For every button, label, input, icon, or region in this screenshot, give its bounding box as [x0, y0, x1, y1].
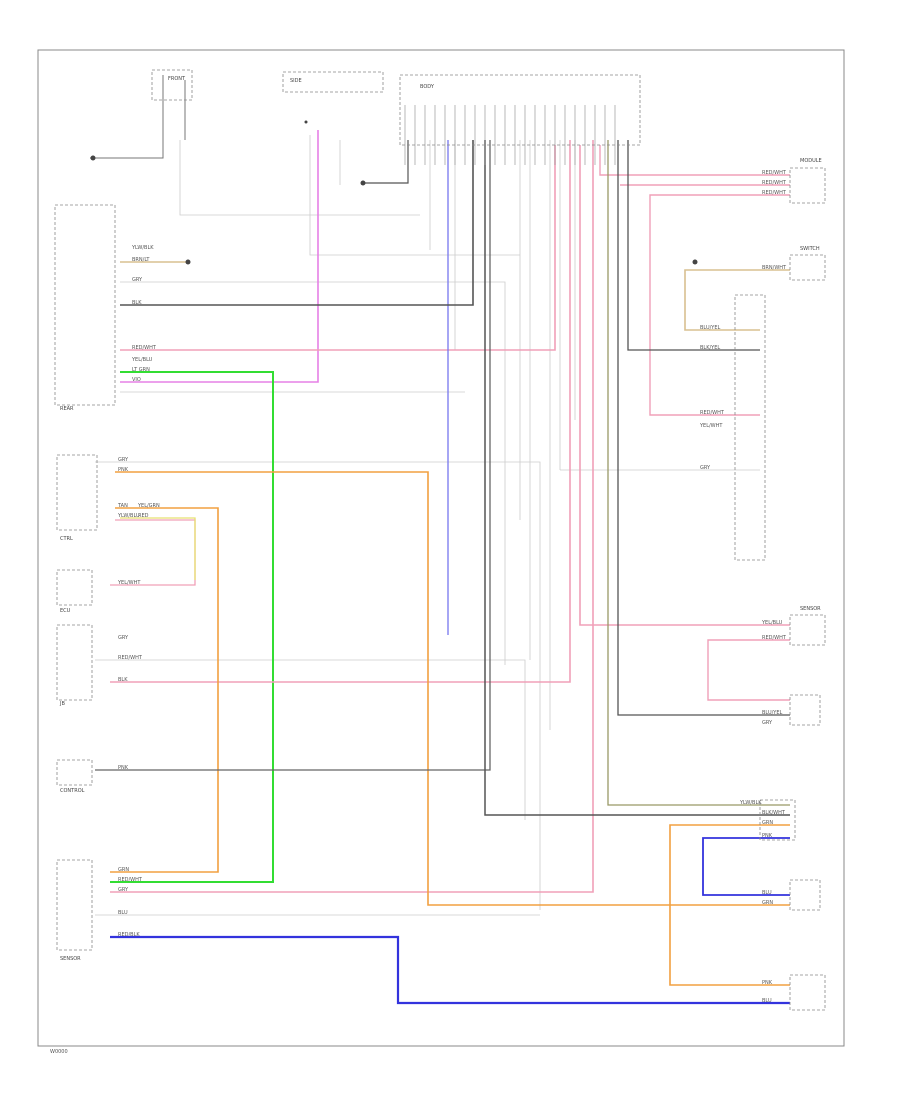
component-label: SENSOR — [800, 606, 821, 612]
wire-label: BLK — [132, 300, 142, 306]
ground-symbols — [90, 120, 698, 265]
footer-code: W0000 — [50, 1049, 68, 1055]
wire-label: RED/BLK — [118, 932, 140, 938]
wire-label: BLU — [762, 890, 772, 896]
component-label: JB — [59, 701, 65, 707]
wire-label: GRY — [118, 457, 129, 463]
wire-label: BLU — [118, 910, 128, 916]
component-label: SIDE — [290, 78, 302, 84]
wire-label: RED/WHT — [700, 410, 725, 416]
wire-label: BLU/YEL — [700, 325, 721, 331]
colored-wires — [90, 75, 790, 1005]
wire-label: YLW/BLK — [739, 800, 762, 806]
wire-label: BRN/LT — [132, 257, 150, 263]
wire-label: GRY — [118, 887, 129, 893]
wire-label: RED/WHT — [118, 877, 143, 883]
wire-label: GRY — [700, 465, 711, 471]
wire-label: GRN — [762, 820, 773, 826]
wire-label: RED/WHT — [762, 180, 787, 186]
wire-label: BLK/YEL — [700, 345, 720, 351]
components — [54, 69, 826, 1011]
component-label: FRONT — [168, 76, 186, 82]
wire-label: GRN — [762, 900, 773, 906]
wire-label: VIO — [132, 377, 141, 383]
wire-label: BLK/WHT — [762, 810, 786, 816]
component-label: BODY — [420, 84, 435, 90]
wire-label: YEL/BLU — [761, 620, 783, 626]
wire-label: YEL/WHT — [117, 580, 141, 586]
wire-label: BLK — [118, 677, 128, 683]
component-label: REAR — [60, 406, 74, 412]
wire-label: BLU — [762, 998, 772, 1004]
component-label: ECU — [60, 608, 71, 614]
wire-label: YLW/BLK — [131, 245, 154, 251]
wire-label: GRY — [762, 720, 773, 726]
wire-label: YEL/WHT — [699, 423, 723, 429]
wire-label: GRN — [118, 867, 129, 873]
component-label: CONTROL — [60, 788, 85, 794]
wire-label: YEL/BLU — [131, 357, 153, 363]
wire-label: PNK — [118, 765, 129, 771]
wire-label: RED — [138, 513, 149, 519]
wire-label: RED/WHT — [762, 635, 787, 641]
wire-label: GRY — [118, 635, 129, 641]
wire-label: YLW/BLU — [117, 513, 140, 519]
wire-label: RED/WHT — [762, 170, 787, 176]
component-label: CTRL — [60, 536, 73, 542]
component-label: SWITCH — [800, 246, 820, 252]
harness-pins — [404, 105, 616, 165]
component-label: SENSOR — [60, 956, 81, 962]
wire-label: TAN — [117, 503, 128, 509]
wire-label: PNK — [118, 467, 129, 473]
wire-label: LT GRN — [132, 367, 150, 373]
wire-label: RED/WHT — [118, 655, 143, 661]
background-wires — [95, 135, 760, 916]
wire-label: RED/WHT — [762, 190, 787, 196]
wire-label: BLU/YEL — [762, 710, 783, 716]
wire-label: GRY — [132, 277, 143, 283]
wire-labels: YLW/BLK BRN/LT GRY BLK RED/WHT YEL/BLU LT GRN V… — [117, 170, 787, 1004]
wire-label: RED/WHT — [132, 345, 157, 351]
wire-label: PNK — [762, 980, 773, 986]
wire-label: BRN/WHT — [762, 265, 787, 271]
component-labels: FRONT SIDE BODY REAR CTRL ECU JB CONTROL SENSOR M… — [59, 76, 822, 962]
diagram-frame — [37, 49, 845, 1047]
wire-label: YEL/GRN — [137, 503, 160, 509]
component-label: MODULE — [800, 158, 822, 164]
wire-label: PNK — [762, 833, 773, 839]
